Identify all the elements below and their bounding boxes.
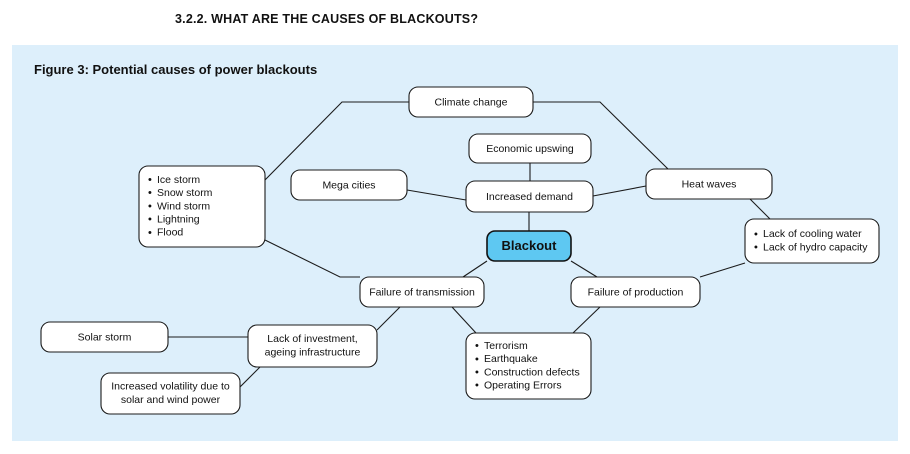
bullet-marker: •	[475, 367, 479, 379]
node-label: Heat waves	[682, 178, 737, 190]
node-label: Lack of investment,	[267, 333, 357, 345]
bullet-item-label: Lack of hydro capacity	[763, 241, 868, 253]
node-shape	[359, 276, 485, 308]
node-lack-of-investment[interactable]: Lack of investment, ageing infrastructure	[247, 324, 378, 368]
bullet-item-label: Lack of cooling water	[763, 228, 862, 240]
node-shape	[408, 86, 534, 118]
node-label: Increased volatility due to	[111, 381, 230, 393]
bullet-item-label: Wind storm	[157, 200, 210, 212]
node-shape	[40, 321, 169, 353]
edge-climate-to-weather	[264, 101, 409, 181]
edge-water-to-production	[699, 262, 746, 278]
bullet-marker: •	[754, 228, 758, 240]
node-label: Economic upswing	[486, 143, 574, 155]
bullet-marker: •	[148, 227, 152, 239]
bullet-marker: •	[754, 242, 758, 254]
bullet-item-label: Construction defects	[484, 366, 580, 378]
node-label: ageing infrastructure	[265, 347, 361, 359]
node-blackout[interactable]: Blackout	[486, 230, 572, 262]
node-label: Solar storm	[78, 331, 132, 343]
edge-volatility-to-investment	[239, 366, 261, 388]
bullet-item-label: Earthquake	[484, 353, 538, 365]
node-shape	[486, 230, 572, 262]
bullet-item-label: Snow storm	[157, 187, 213, 199]
bullet-item-label: Operating Errors	[484, 380, 562, 392]
bullet-item-label: Lightning	[157, 213, 200, 225]
node-label: solar and wind power	[121, 394, 221, 406]
node-failure-transmission[interactable]: Failure of transmission	[359, 276, 485, 308]
node-failure-production[interactable]: Failure of production	[570, 276, 701, 308]
node-water-capacity[interactable]: • Lack of cooling water • Lack of hydro cap…	[744, 218, 880, 264]
node-shape	[100, 372, 241, 415]
node-shape	[138, 165, 266, 248]
page-title: 3.2.2. WHAT ARE THE CAUSES OF BLACKOUTS?	[175, 12, 479, 26]
node-weather-events[interactable]: • Ice storm • Snow storm • Wind storm • Lightni…	[138, 165, 266, 248]
node-label: Failure of transmission	[369, 286, 475, 298]
bullet-marker: •	[148, 174, 152, 186]
bullet-marker: •	[475, 353, 479, 365]
figure-panel: Figure 3: Potential causes of power blac…	[12, 45, 898, 441]
diagram-edges-layer	[168, 101, 771, 388]
bullet-item-label: Flood	[157, 227, 183, 239]
bullet-item-label: Ice storm	[157, 174, 200, 186]
edge-hazards-to-production	[572, 306, 601, 334]
edge-blackout-to-transmission	[462, 260, 488, 278]
node-shape	[465, 332, 592, 400]
edge-heat-to-water	[749, 198, 771, 220]
node-label: Increased demand	[486, 191, 573, 203]
node-label: Mega cities	[322, 179, 375, 191]
bullet-marker: •	[148, 200, 152, 212]
bullet-item-label: Terrorism	[484, 340, 528, 352]
node-label: Blackout	[502, 238, 558, 253]
node-shape	[465, 180, 594, 213]
edge-mega-to-demand	[406, 189, 467, 201]
bullet-marker: •	[148, 214, 152, 226]
edge-demand-to-heat	[592, 185, 647, 197]
figure-caption: Figure 3: Potential causes of power blac…	[34, 62, 318, 77]
node-label: Climate change	[435, 96, 508, 108]
bullet-marker: •	[475, 340, 479, 352]
bullet-marker: •	[475, 380, 479, 392]
node-shape	[290, 169, 408, 201]
node-shape	[570, 276, 701, 308]
edge-blackout-to-production	[570, 260, 598, 278]
node-shape	[744, 218, 880, 264]
node-heat-waves[interactable]: Heat waves	[645, 168, 773, 200]
edge-investment-to-transmission	[376, 306, 401, 331]
edge-hazards-to-transmission	[451, 306, 477, 334]
node-mega-cities[interactable]: Mega cities	[290, 169, 408, 201]
node-shape	[247, 324, 378, 368]
node-climate-change[interactable]: Climate change	[408, 86, 534, 118]
node-increased-demand[interactable]: Increased demand	[465, 180, 594, 213]
node-economic-upswing[interactable]: Economic upswing	[468, 133, 592, 164]
node-production-hazards[interactable]: • Terrorism • Earthquake • Construction defec…	[465, 332, 592, 400]
edge-weather-to-transmission	[264, 239, 360, 278]
edge-climate-to-heat	[533, 101, 669, 170]
node-shape	[468, 133, 592, 164]
node-solar-storm[interactable]: Solar storm	[40, 321, 169, 353]
node-label: Failure of production	[588, 286, 684, 298]
bullet-marker: •	[148, 187, 152, 199]
node-shape	[645, 168, 773, 200]
